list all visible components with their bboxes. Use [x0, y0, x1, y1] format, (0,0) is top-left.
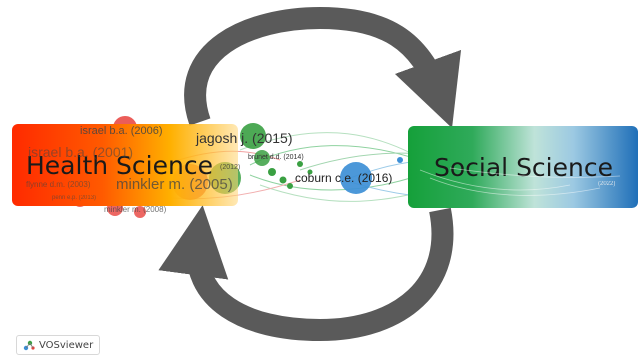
health-science-label: Health Science	[26, 150, 213, 180]
node-green-small-b[interactable]	[279, 176, 287, 184]
top-cycle-arrow	[184, 6, 462, 129]
label-minkler-2005: minkler m. (2005)	[116, 176, 233, 193]
label-israel-2001: israel b.a. (2001)	[28, 144, 133, 160]
social-edges	[419, 167, 621, 196]
label-2022: (2022)	[598, 181, 615, 187]
vosviewer-logo-icon	[23, 340, 35, 351]
label-brunet-2014: brunet d.d. (2014)	[248, 154, 304, 161]
social-science-label: Social Science	[434, 152, 613, 182]
label-minkler-2008: minkler m. (2008)	[104, 205, 167, 214]
node-green-small-c[interactable]	[287, 183, 293, 189]
node-jagosh-2015[interactable]	[240, 123, 266, 149]
vosviewer-label: VOSviewer	[39, 339, 94, 351]
label-penn-2013: penn e.p. (2013)	[52, 195, 96, 201]
vosviewer-watermark: VOSviewer	[16, 335, 101, 355]
node-green-small-a[interactable]	[268, 168, 276, 176]
label-israel-2006: israel b.a. (2006)	[80, 125, 163, 137]
node-coburn-2016[interactable]	[340, 162, 372, 194]
node-green-mid[interactable]	[254, 150, 270, 166]
node-blue-small[interactable]	[397, 157, 403, 163]
bottom-cycle-arrow	[158, 205, 454, 342]
node-red-small-c[interactable]	[134, 206, 146, 218]
label-coburn-2016: coburn c.e. (2016)	[295, 171, 392, 185]
node-labels: israel b.a. (2006) jagosh j. (2015) isra…	[26, 125, 615, 214]
label-jagosh-2015: jagosh j. (2015)	[195, 130, 293, 146]
health-science-box: Health Science	[12, 124, 238, 206]
node-green-small-d[interactable]	[297, 161, 303, 167]
label-2012: (2012)	[220, 164, 240, 171]
label-flynne-2003: flynne d.m. (2003)	[26, 180, 91, 189]
node-green-small-e[interactable]	[307, 169, 313, 175]
social-science-box: Social Science	[408, 126, 638, 208]
